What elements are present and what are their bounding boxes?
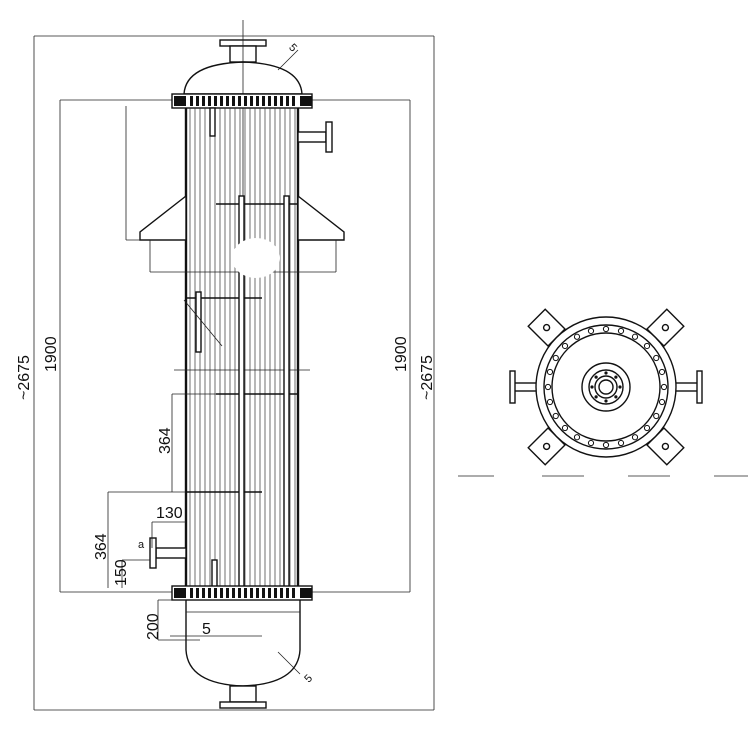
bottom-head-wall-label: 5: [302, 672, 315, 685]
bottom-tube-sheet: [171, 585, 313, 601]
shell-nozzle-upper: [297, 121, 333, 153]
nozzle-offset-label: 130: [156, 505, 183, 522]
shell: [184, 108, 300, 588]
head-depth-label: 200: [145, 613, 162, 640]
overall-length-left: ~2675: [16, 355, 33, 400]
lower-dimension-lines: [107, 299, 223, 588]
nozzle-tag: a: [138, 539, 145, 551]
baffle-pitch-label: 364: [157, 427, 174, 454]
end-view-nozzles: [509, 370, 703, 404]
overall-length-right: ~2675: [419, 355, 436, 400]
lower-pitch-label: 364: [93, 533, 110, 560]
bottom-head: [185, 600, 301, 687]
shell-nozzle-lower: a: [138, 537, 187, 569]
nozzle-bottom-label: 150: [113, 559, 130, 586]
shell-length-right: 1900: [393, 336, 410, 372]
end-view: [509, 308, 703, 466]
end-view-lugs: [527, 308, 685, 466]
bottom-dimension-lines: [157, 599, 301, 675]
top-head: [183, 61, 303, 95]
top-tube-sheet: [171, 93, 313, 109]
overall-dimension-frame: [33, 35, 435, 711]
bottom-nozzle: [219, 685, 267, 709]
bottom-wall-label: 5: [202, 621, 211, 638]
shell-length-left: 1900: [43, 336, 60, 372]
nameplate-blank: [232, 238, 280, 278]
top-head-wall-label: 5: [286, 42, 299, 55]
tie-rods: [195, 107, 290, 589]
